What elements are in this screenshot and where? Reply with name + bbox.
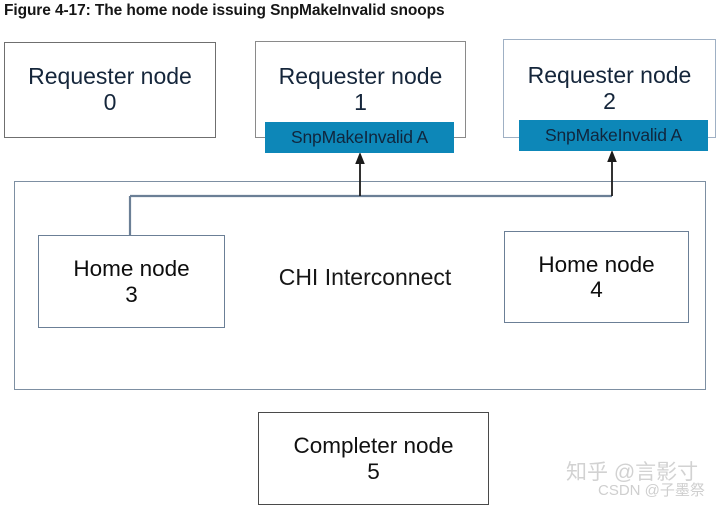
- home-node-4-id: 4: [590, 277, 603, 302]
- requester-node-0[interactable]: Requester node 0: [4, 42, 216, 138]
- home-node-3[interactable]: Home node 3: [38, 235, 225, 328]
- requester-node-0-id: 0: [103, 89, 117, 115]
- requester-node-2-id: 2: [603, 87, 616, 114]
- chi-interconnect-label: CHI Interconnect: [278, 264, 452, 290]
- home-node-4-label: Home node: [538, 251, 655, 277]
- figure-title: Figure 4-17: The home node issuing SnpMa…: [4, 2, 445, 19]
- home-node-4[interactable]: Home node 4: [504, 231, 689, 323]
- requester-node-1-label: Requester node: [278, 62, 443, 89]
- completer-node-5-id: 5: [367, 458, 380, 484]
- requester-node-1-id: 1: [354, 88, 367, 115]
- requester-node-0-label: Requester node: [28, 63, 192, 90]
- csdn-watermark: CSDN @子墨祭: [598, 482, 705, 499]
- requester-node-2-label: Requester node: [527, 61, 692, 88]
- completer-node-5-label: Completer node: [293, 433, 454, 459]
- snoop-message-badge-node-1[interactable]: SnpMakeInvalid A: [265, 122, 454, 153]
- home-node-3-id: 3: [125, 281, 138, 307]
- completer-node-5[interactable]: Completer node 5: [258, 412, 489, 505]
- zhihu-watermark: 知乎 @言影寸: [566, 461, 699, 484]
- snoop-message-badge-node-2[interactable]: SnpMakeInvalid A: [519, 120, 708, 151]
- home-node-3-label: Home node: [73, 256, 190, 282]
